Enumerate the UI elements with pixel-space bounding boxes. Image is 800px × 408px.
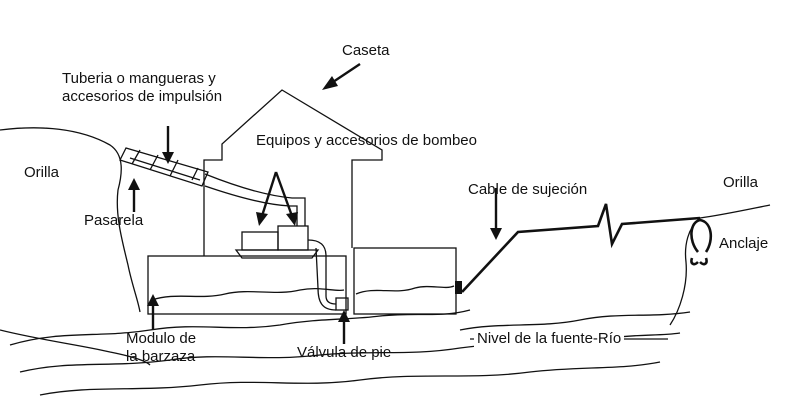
label-tuberia-line1: Tuberia o mangueras y [62, 70, 216, 87]
arrow-pasarela-head [128, 178, 140, 190]
label-equipos: Equipos y accesorios de bombeo [256, 132, 477, 149]
arrow-equipos-1 [260, 171, 278, 217]
left-bank-bottom [0, 329, 151, 366]
arrow-equipos-1-head [256, 212, 268, 226]
label-anclaje: Anclaje [719, 235, 769, 252]
caseta-outline [203, 89, 383, 256]
arrow-caseta [329, 63, 361, 85]
label-modulo-line2: la barzaza [126, 348, 196, 365]
suction-pipe [307, 239, 337, 311]
water-line-3 [39, 361, 661, 396]
motor-body [241, 231, 279, 251]
label-cable: Cable de sujeción [468, 181, 588, 198]
cable-cleat [455, 281, 462, 294]
barge-module-1-water [151, 287, 345, 301]
mooring-cable [461, 203, 701, 293]
arrow-caseta-head [322, 76, 338, 90]
label-orilla-right: Orilla [723, 174, 759, 191]
label-valvula: Válvula de pie [297, 344, 392, 361]
arrow-equipos-2 [274, 171, 294, 217]
label-pasarela: Pasarela [84, 212, 144, 229]
water-line-4 [459, 311, 691, 331]
arrow-modulo-head [147, 294, 159, 306]
barge-module-2-water [355, 285, 455, 295]
left-bank [0, 127, 141, 313]
barge-module-2 [353, 247, 457, 315]
label-nivel: Nivel de la fuente-Río [474, 330, 625, 348]
discharge-pipe [204, 173, 306, 226]
label-orilla-left: Orilla [24, 164, 60, 181]
arrow-tuberia-head [162, 152, 174, 164]
label-caseta: Caseta [342, 42, 390, 59]
barge-module-1 [147, 255, 347, 315]
label-modulo-line1: Modulo de [126, 330, 197, 347]
foot-valve [335, 297, 349, 311]
water-line-1 [9, 309, 471, 346]
arrow-equipos-2-head [286, 212, 298, 226]
label-tuberia-line2: accesorios de impulsión [62, 88, 223, 105]
right-bank [669, 204, 771, 326]
anchor [690, 218, 713, 266]
pasarela [119, 147, 209, 187]
pump-body [277, 225, 309, 251]
arrow-cable-head [490, 228, 502, 240]
pump-base [234, 249, 320, 259]
arrow-valvula-head [338, 310, 350, 322]
